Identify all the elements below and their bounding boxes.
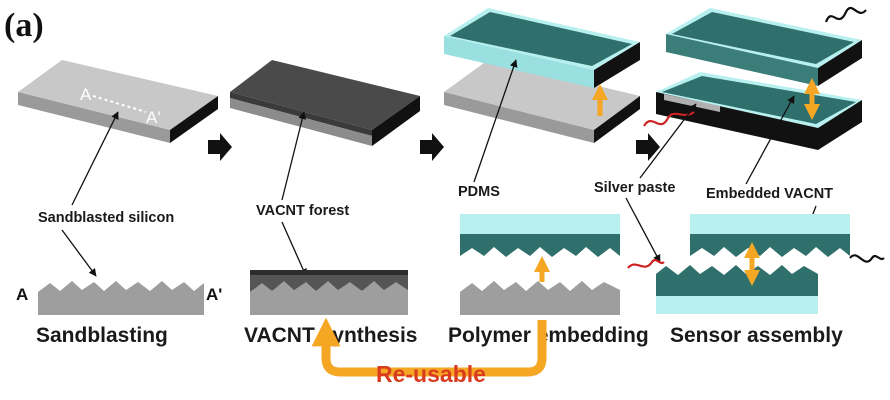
callout-pdms: PDMS [458,184,500,200]
stage-label-polymer-embedding: Polymer embedding [448,324,649,347]
callout-silver-paste: Silver paste [594,180,675,196]
vacnt-layer-profile [250,275,408,292]
section-end-marker: A' [146,108,161,127]
vacnt-wafer-3d [230,60,420,146]
step-arrow-3 [636,133,660,161]
reused-substrate-profile [460,281,620,315]
profile-start-marker: A [16,285,28,304]
callout-leader-embedded [745,95,795,185]
stage-label-vacnt-synthesis: VACNT synthesis [244,324,418,347]
top-sensor-layer-3d [666,8,862,86]
callout-leader-silver-profile [625,197,661,263]
reuse-loop-arrow [311,317,547,377]
callout-leader-forest-profile [281,221,307,277]
callout-leader-profile [61,229,97,277]
callout-leader-silver [639,103,697,179]
assembly-top-profile [690,234,850,257]
step-arrow-1 [208,133,232,161]
step-arrow-2 [420,133,444,161]
callout-leader-forest [281,111,307,201]
assembly-red-wire [627,258,665,269]
panel-label: (a) [4,7,44,44]
silicon-base-3d [444,60,640,143]
profile-end-marker: A' [206,285,222,304]
bottom-wire [643,111,695,127]
assembly-top-light-profile [690,214,850,234]
callout-embedded-vacnt: Embedded VACNT [706,186,833,202]
top-wire [824,6,867,23]
assembly-bottom-light-profile [656,296,818,314]
stage-label-sensor-assembly: Sensor assembly [670,324,843,347]
assembly-black-wire [849,254,885,263]
pdms-light-layer-profile [460,214,620,234]
silicon-wafer-3d [18,60,218,143]
callout-leader-pdms [473,59,518,183]
bottom-sensor-layer-3d [656,72,862,150]
callout-sandblasted-silicon: Sandblasted silicon [38,210,174,226]
stage-label-sandblasting: Sandblasting [36,324,168,347]
embedded-profile [460,234,620,257]
section-start-marker: A [80,85,92,104]
reuse-label: Re-usable [376,361,486,387]
vacnt-substrate-profile [250,281,408,315]
pdms-slab-3d [444,8,640,88]
callout-vacnt-forest: VACNT forest [256,203,349,219]
assembly-bottom-profile [656,265,818,296]
callout-leader-sandblasted [71,111,119,206]
sandblasted-profile [38,281,204,315]
